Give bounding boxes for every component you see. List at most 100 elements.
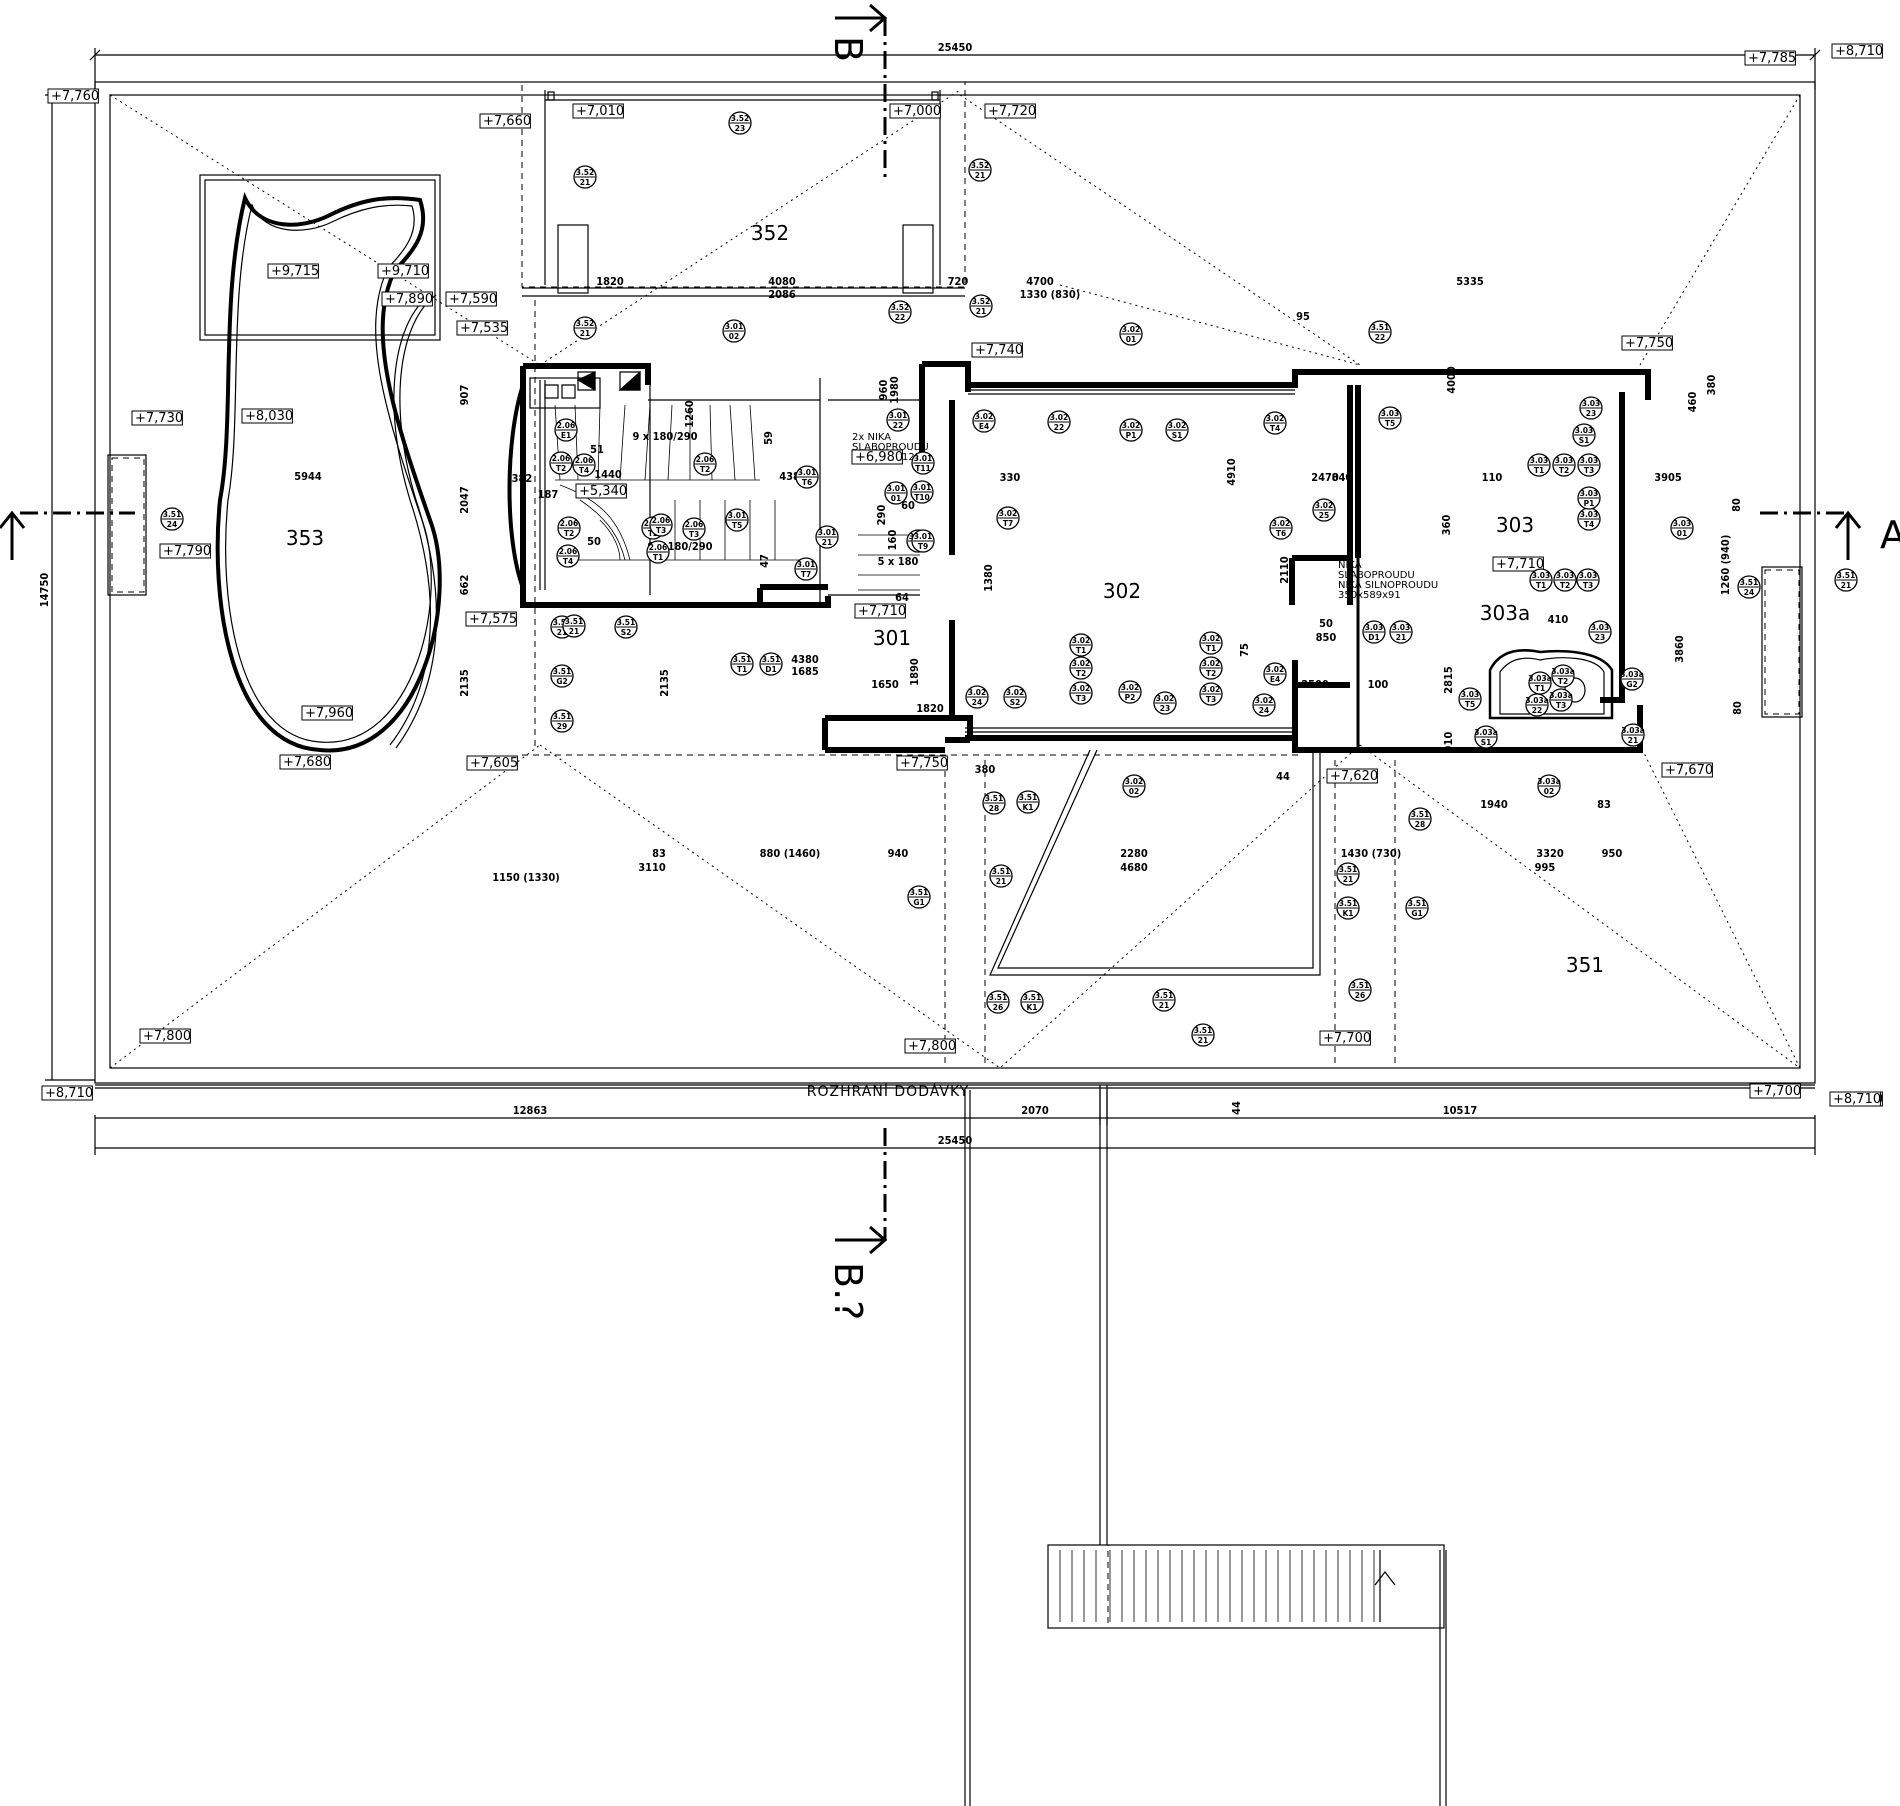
- dimension-label: 460: [1686, 392, 1699, 413]
- svg-text:3.02: 3.02: [1202, 634, 1221, 643]
- svg-text:+7,750: +7,750: [1625, 336, 1673, 351]
- svg-text:3.52: 3.52: [971, 161, 990, 170]
- svg-text:+7,535: +7,535: [460, 321, 508, 336]
- svg-text:E4: E4: [1270, 675, 1280, 684]
- svg-text:3.51: 3.51: [910, 888, 929, 897]
- room-303: 303: [1496, 513, 1534, 537]
- room-353: 353: [286, 526, 324, 550]
- svg-text:2.06: 2.06: [696, 455, 715, 464]
- svg-text:3.03: 3.03: [1555, 456, 1574, 465]
- dim-left-overall: 14750: [38, 573, 51, 608]
- svg-text:T3: T3: [1076, 694, 1086, 703]
- svg-text:3.52: 3.52: [972, 297, 991, 306]
- section-mark-b-top: B: [826, 36, 870, 62]
- svg-text:3.03: 3.03: [1575, 426, 1594, 435]
- svg-text:24: 24: [167, 520, 177, 529]
- svg-text:D1: D1: [1368, 633, 1379, 642]
- svg-text:T2: T2: [1559, 466, 1569, 475]
- svg-text:T4: T4: [1270, 424, 1280, 433]
- elevation-marker: +7,960: [301, 705, 353, 721]
- terrace-cutout: [989, 749, 1321, 976]
- svg-text:T1: T1: [1534, 466, 1544, 475]
- svg-text:21: 21: [580, 329, 590, 338]
- svg-text:T1: T1: [1536, 581, 1546, 590]
- dimension-label: 910: [1442, 732, 1455, 753]
- dimension-label: 80: [1731, 701, 1744, 715]
- svg-text:2x NIKA: 2x NIKA: [852, 432, 891, 443]
- svg-text:T2: T2: [1076, 669, 1086, 678]
- svg-text:3.02: 3.02: [968, 688, 987, 697]
- svg-text:NIKA: NIKA: [1338, 560, 1362, 571]
- svg-text:T1: T1: [653, 553, 663, 562]
- svg-text:26: 26: [1355, 991, 1365, 1000]
- svg-text:T9: T9: [918, 542, 928, 551]
- svg-text:+7,750: +7,750: [900, 756, 948, 771]
- dim-bottom-seg3: 10517: [1443, 1104, 1478, 1117]
- elevation-marker: +7,605: [466, 755, 518, 771]
- dim-top-overall: 25450: [938, 41, 973, 54]
- dimension-label: 840: [1332, 471, 1353, 484]
- svg-text:D1: D1: [765, 665, 776, 674]
- dimension-label: 662: [458, 575, 471, 596]
- svg-text:22: 22: [1375, 333, 1385, 342]
- dimension-label: 1440: [594, 468, 622, 481]
- svg-text:01: 01: [1677, 529, 1687, 538]
- svg-text:21: 21: [1343, 875, 1353, 884]
- svg-text:+8,030: +8,030: [245, 409, 293, 424]
- svg-text:3.51: 3.51: [985, 794, 1004, 803]
- svg-text:E1: E1: [561, 431, 571, 440]
- svg-text:3.51: 3.51: [617, 618, 636, 627]
- svg-text:3.01: 3.01: [797, 560, 816, 569]
- svg-text:3.02: 3.02: [1202, 685, 1221, 694]
- svg-text:24: 24: [1744, 588, 1754, 597]
- svg-text:3.03a: 3.03a: [1474, 728, 1498, 737]
- svg-text:T3: T3: [689, 530, 699, 539]
- svg-text:3.01: 3.01: [914, 454, 933, 463]
- svg-text:+7,660: +7,660: [483, 114, 531, 129]
- svg-text:P1: P1: [1126, 431, 1137, 440]
- dimension-label: 2086: [768, 288, 796, 301]
- svg-text:2.06: 2.06: [552, 454, 571, 463]
- svg-text:3.03: 3.03: [1580, 489, 1599, 498]
- elevation-marker: +5,340: [575, 483, 627, 499]
- dimension-label: 720: [948, 275, 969, 288]
- svg-text:3.01: 3.01: [728, 511, 747, 520]
- svg-text:3.51: 3.51: [1740, 578, 1759, 587]
- svg-text:S2: S2: [1010, 698, 1021, 707]
- dimension-label: 2280: [1120, 847, 1148, 860]
- svg-text:SLABOPROUDU: SLABOPROUDU: [852, 442, 929, 453]
- dimension-label: 110: [1482, 471, 1503, 484]
- dimension-label: 995: [1535, 861, 1556, 874]
- supply-boundary-label: ROZHRANÍ DODÁVKY: [807, 1083, 969, 1100]
- svg-text:T1: T1: [737, 665, 747, 674]
- elevation-marker: +7,535: [456, 320, 508, 336]
- svg-text:+9,710: +9,710: [381, 264, 429, 279]
- svg-text:G1: G1: [913, 898, 924, 907]
- svg-text:G1: G1: [1411, 909, 1422, 918]
- elevation-marker: +9,710: [377, 263, 429, 279]
- dimension-label: 1820: [596, 275, 624, 288]
- elevation-marker: +7,720: [984, 103, 1036, 119]
- element-tags: 3.52233.52213.52213.52213.52223.52213.01…: [160, 111, 1858, 1047]
- dimension-label: 4680: [1120, 861, 1148, 874]
- dimension-label: 880 (1460): [760, 847, 821, 860]
